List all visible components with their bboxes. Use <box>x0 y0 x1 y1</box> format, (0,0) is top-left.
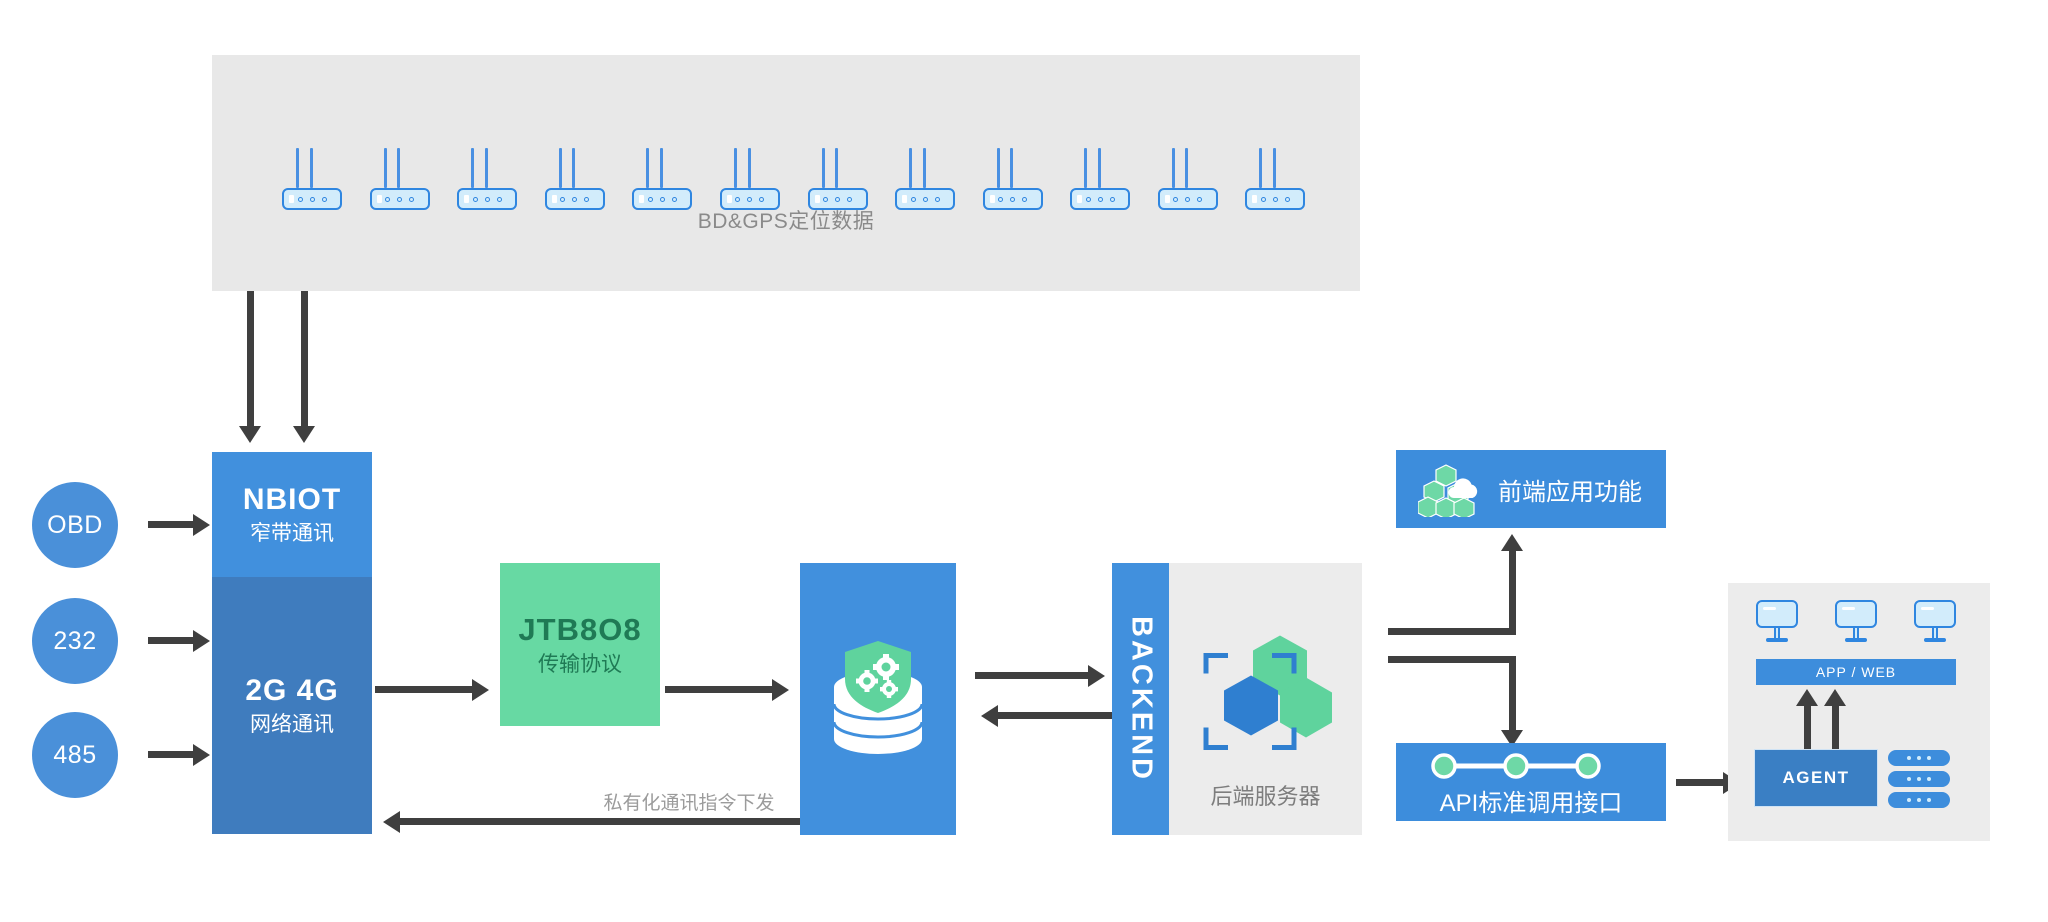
node-chain-icon <box>1431 753 1601 779</box>
client-panel: APP / WEB AGENT <box>1728 583 1990 841</box>
arrow-backend-to-frontend-v <box>1509 551 1516 635</box>
router-icon <box>457 148 518 210</box>
source-label: 485 <box>53 740 97 769</box>
backend-body: 后端服务器 <box>1169 563 1362 835</box>
server-rack-icon <box>1888 771 1950 787</box>
arrowhead-right <box>1088 665 1105 687</box>
app-web-bar[interactable]: APP / WEB <box>1756 659 1956 685</box>
arrow-backend-to-database <box>998 712 1113 719</box>
router-icon <box>719 148 780 210</box>
api-label: API标准调用接口 <box>1439 790 1623 817</box>
router-icon <box>544 148 605 210</box>
source-node-485[interactable]: 485 <box>32 712 118 798</box>
protocol-title: JTB8O8 <box>518 612 642 648</box>
database-block[interactable] <box>800 563 956 835</box>
monitor-icon <box>1835 600 1877 644</box>
arrowhead-down <box>239 426 261 443</box>
arrow-obd-to-nbiot <box>148 521 196 528</box>
agent-block[interactable]: AGENT <box>1754 749 1878 807</box>
arrowhead-down <box>293 426 315 443</box>
nbiot-subtitle: 窄带通讯 <box>250 522 334 546</box>
arrow-band-to-nbiot-1 <box>247 291 254 431</box>
router-icon <box>632 148 693 210</box>
arrow-command-return <box>400 818 800 825</box>
backend-title-bar: BACKEND <box>1112 563 1169 835</box>
arrowhead-right <box>193 514 210 536</box>
router-row <box>212 140 1360 210</box>
arrow-485-to-nbiot <box>148 751 196 758</box>
source-node-obd[interactable]: OBD <box>32 482 118 568</box>
backend-block[interactable]: BACKEND 后端服务器 <box>1112 563 1362 835</box>
protocol-block[interactable]: JTB8O8 传输协议 <box>500 563 660 726</box>
arrow-protocol-to-database <box>665 686 775 693</box>
source-label: 232 <box>53 626 97 655</box>
server-rack-icon <box>1888 750 1950 766</box>
arrowhead-right <box>772 679 789 701</box>
source-label: OBD <box>47 510 103 539</box>
arrow-backend-to-frontend-h <box>1388 628 1516 635</box>
app-web-label: APP / WEB <box>1815 664 1897 680</box>
router-icon <box>807 148 868 210</box>
arrow-api-to-agent <box>1676 779 1726 786</box>
router-icon <box>982 148 1043 210</box>
communication-module-stack: NBIOT 窄带通讯 2G 4G 网络通讯 <box>212 452 372 834</box>
router-icon <box>1157 148 1218 210</box>
monitor-icon <box>1756 600 1798 644</box>
arrow-backend-to-api-v <box>1509 656 1516 736</box>
device-band-label: BD&GPS定位数据 <box>697 210 875 233</box>
router-icon <box>1070 148 1131 210</box>
arrow-agent-to-appweb-2 <box>1832 705 1839 751</box>
arrow-band-to-nbiot-2 <box>301 291 308 431</box>
arrowhead-left <box>981 705 998 727</box>
router-icon <box>1245 148 1306 210</box>
arrowhead-up <box>1796 689 1818 706</box>
protocol-subtitle: 传输协议 <box>538 652 622 676</box>
cloud-cubes-icon <box>1418 464 1478 517</box>
mobile-network-block[interactable]: 2G 4G 网络通讯 <box>212 577 372 834</box>
api-block[interactable]: API标准调用接口 <box>1396 743 1666 821</box>
arrowhead-down <box>1501 730 1523 747</box>
hexagon-nodes-scan-icon <box>1203 635 1332 750</box>
command-flow-label: 私有化通讯指令下发 <box>603 793 775 814</box>
arrowhead-up <box>1824 689 1846 706</box>
arrow-232-to-nbiot <box>148 637 196 644</box>
nbiot-block[interactable]: NBIOT 窄带通讯 <box>212 452 372 577</box>
router-icon <box>895 148 956 210</box>
source-node-232[interactable]: 232 <box>32 598 118 684</box>
arrowhead-up <box>1501 534 1523 551</box>
agent-label: AGENT <box>1782 768 1850 787</box>
device-band-panel: BD&GPS定位数据 <box>212 55 1360 291</box>
router-icon <box>282 148 343 210</box>
frontend-block[interactable]: 前端应用功能 <box>1396 450 1666 528</box>
arrow-database-to-backend <box>975 672 1090 679</box>
backend-vertical-label: BACKEND <box>1125 616 1157 782</box>
router-icon <box>369 148 430 210</box>
arrow-agent-to-appweb-1 <box>1804 705 1811 751</box>
arrowhead-right <box>193 630 210 652</box>
arrowhead-right <box>193 744 210 766</box>
database-shield-gears-icon <box>832 641 924 754</box>
mobile-network-subtitle: 网络通讯 <box>250 713 334 737</box>
arrowhead-left <box>383 811 400 833</box>
monitor-icon <box>1914 600 1956 644</box>
arrowhead-right <box>472 679 489 701</box>
nbiot-title: NBIOT <box>242 482 342 516</box>
mobile-network-title: 2G 4G <box>245 673 339 707</box>
arrow-backend-to-api-h <box>1388 656 1516 663</box>
arrow-nbiot-to-protocol <box>375 686 475 693</box>
server-rack-icon <box>1888 792 1950 808</box>
frontend-label: 前端应用功能 <box>1498 478 1642 506</box>
backend-label: 后端服务器 <box>1210 784 1321 809</box>
